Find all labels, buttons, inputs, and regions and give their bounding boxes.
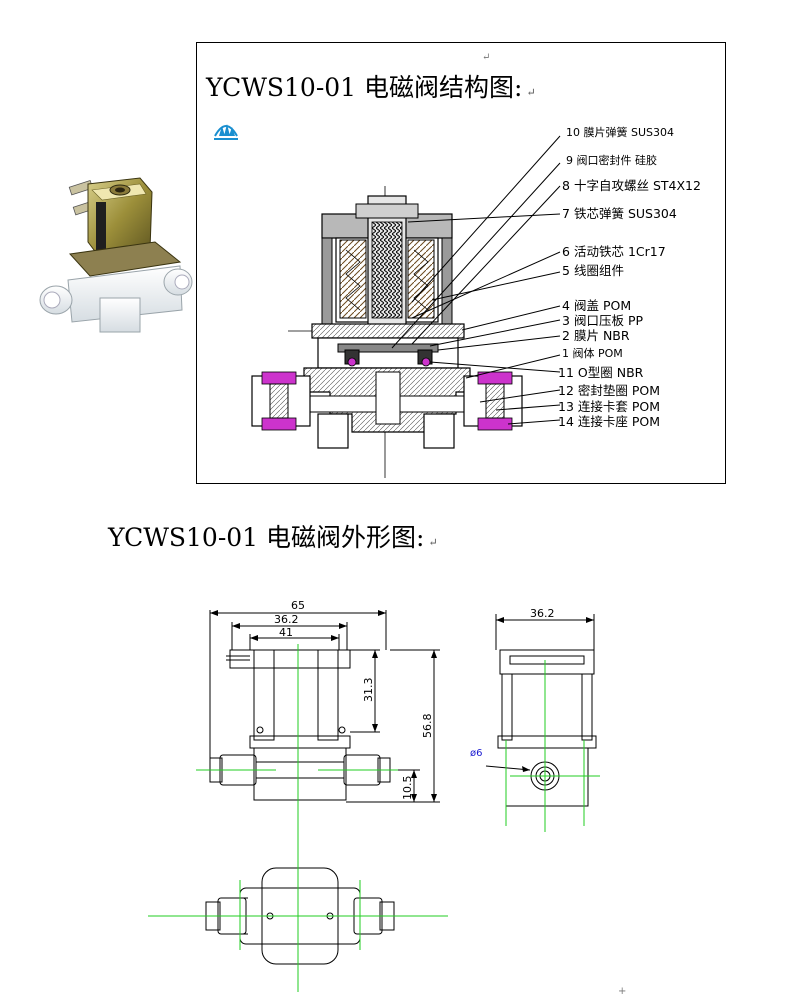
dim-port-height: 10.5 — [401, 776, 414, 801]
structure-diagram-frame — [196, 42, 726, 484]
paragraph-mark: ↵ — [526, 86, 536, 99]
plunger-spring — [371, 221, 403, 319]
structure-title-text: YCWS10-01 电磁阀结构图: — [206, 73, 523, 102]
dim-overall-height: 56.8 — [421, 714, 434, 739]
dim-bracket-width: 41 — [279, 626, 293, 639]
leader-lines — [391, 135, 561, 425]
diaphragm — [337, 343, 439, 353]
paragraph-mark: ↵ — [428, 536, 438, 549]
dim-coil-width: 36.2 — [274, 613, 299, 626]
paragraph-mark: ↵ — [482, 52, 491, 63]
outline-diagram-title: YCWS10-01 电磁阀外形图:↵ — [108, 518, 438, 554]
dim-coil-height: 31.3 — [362, 678, 375, 703]
outline-title-text: YCWS10-01 电磁阀外形图: — [108, 523, 425, 552]
coil-left — [339, 239, 367, 319]
valve-cross-section — [251, 135, 561, 478]
dim-side-width: 36.2 — [530, 607, 555, 620]
paragraph-mark-bottom: + — [618, 986, 627, 997]
company-logo — [214, 124, 238, 140]
dim-port-diameter: ø6 — [470, 748, 482, 759]
dim-overall-width: 65 — [291, 599, 305, 612]
structure-diagram-title: YCWS10-01 电磁阀结构图:↵ — [206, 68, 536, 104]
valve-product-photo — [39, 177, 193, 333]
coil-right — [407, 239, 435, 319]
